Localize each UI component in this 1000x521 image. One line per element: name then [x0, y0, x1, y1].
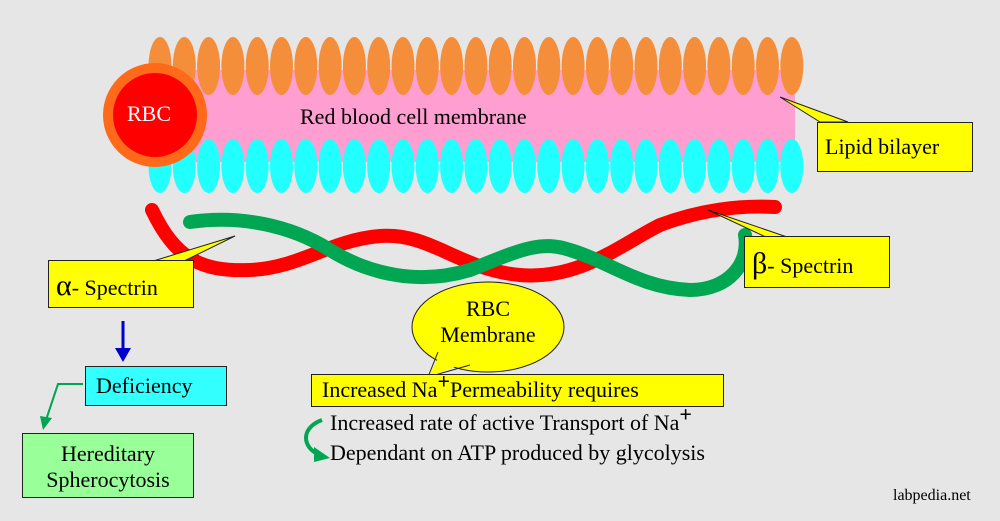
- beta-spectrin-label: - Spectrin: [767, 253, 854, 278]
- lipid-head-top: [756, 37, 779, 95]
- lipid-head-top: [658, 37, 682, 95]
- lipid-head-bottom: [585, 139, 609, 193]
- bubble-line1: RBC: [465, 296, 511, 321]
- permeability-part2: Permeability requires: [449, 377, 639, 402]
- lipid-bilayer: [148, 37, 804, 193]
- lipid-head-bottom: [658, 139, 682, 193]
- rbc-label: RBC: [127, 101, 172, 126]
- bubble-text: RBC Membrane: [412, 296, 564, 348]
- lipid-head-top: [561, 37, 585, 95]
- lipid-head-bottom: [270, 139, 293, 193]
- lipid-head-top: [270, 37, 293, 95]
- lipid-head-top: [391, 37, 415, 95]
- bubble-line2: Membrane: [440, 322, 536, 347]
- lipid-head-top: [585, 37, 609, 95]
- lipid-head-top: [440, 37, 464, 95]
- lipid-head-bottom: [537, 139, 561, 193]
- curved-green-arrow-head: [314, 447, 330, 462]
- lipid-head-bottom: [683, 139, 707, 193]
- beta-spectrin-strand: [183, 212, 753, 298]
- transport-line: Increased rate of active Transport of Na…: [330, 403, 692, 436]
- alpha-symbol: α: [56, 269, 72, 302]
- lipid-head-bottom: [440, 139, 464, 193]
- lipid-head-top: [245, 37, 269, 95]
- lipid-head-bottom: [488, 139, 512, 193]
- lipid-head-bottom: [513, 139, 536, 193]
- bubble-tail-fill: [428, 355, 468, 377]
- lipid-head-bottom: [634, 139, 658, 193]
- deficiency-box: Deficiency: [85, 366, 227, 406]
- hereditary-line1: Hereditary: [60, 441, 156, 466]
- lipid-head-bottom: [342, 139, 366, 193]
- hereditary-spherocytosis-box: Hereditary Spherocytosis: [22, 433, 194, 498]
- lipid-head-bottom: [221, 139, 245, 193]
- atp-line: Dependant on ATP produced by glycolysis: [330, 440, 705, 465]
- lipid-head-top: [780, 37, 804, 95]
- lipid-head-top: [610, 37, 634, 95]
- lipid-head-bottom: [415, 139, 439, 193]
- alpha-spectrin-strand: [145, 199, 782, 283]
- permeability-sup: +: [437, 368, 450, 394]
- lipid-head-top: [342, 37, 366, 95]
- lipid-head-top: [513, 37, 536, 95]
- lipid-head-top: [731, 37, 755, 95]
- lipid-head-bottom: [318, 139, 342, 193]
- beta-spectrin-callout: β- Spectrin: [744, 236, 890, 288]
- lipid-head-bottom: [391, 139, 415, 193]
- lipid-head-bottom: [464, 139, 488, 193]
- permeability-box: Increased Na+Permeability requires: [311, 370, 724, 407]
- lipid-bilayer-label: Lipid bilayer: [825, 134, 940, 159]
- permeability-part1: Increased Na: [322, 377, 438, 402]
- lipid-heads-top: [148, 37, 804, 95]
- deficiency-label: Deficiency: [96, 373, 193, 398]
- transport-sup: +: [679, 401, 692, 427]
- lipid-head-bottom: [561, 139, 585, 193]
- lipid-bilayer-callout: Lipid bilayer: [817, 122, 973, 172]
- membrane-label: Red blood cell membrane: [300, 104, 527, 129]
- lipid-head-top: [464, 37, 488, 95]
- transport-text: Increased rate of active Transport of Na: [330, 410, 680, 435]
- rbc-circle: [113, 73, 197, 157]
- lipid-head-top: [707, 37, 731, 95]
- alpha-spectrin-callout: α- Spectrin: [48, 260, 194, 308]
- lipid-head-top: [537, 37, 561, 95]
- lipid-head-bottom: [610, 139, 634, 193]
- lipid-head-bottom: [294, 139, 318, 193]
- lipid-head-top: [683, 37, 707, 95]
- rbc-membrane-bubble: [411, 281, 565, 373]
- lipid-head-top: [294, 37, 318, 95]
- lipid-head-bottom: [780, 139, 804, 193]
- lipid-head-bottom: [245, 139, 269, 193]
- lipid-head-top: [221, 37, 245, 95]
- green-arrow-line: [45, 383, 83, 421]
- lipid-head-bottom: [707, 139, 731, 193]
- green-arrow-head: [40, 416, 52, 430]
- lipid-head-top: [488, 37, 512, 95]
- watermark: labpedia.net: [893, 487, 971, 504]
- lipid-head-top: [197, 37, 221, 95]
- hereditary-line2: Spherocytosis: [46, 467, 170, 492]
- lipid-head-bottom: [756, 139, 779, 193]
- lipid-head-top: [318, 37, 342, 95]
- lipid-head-bottom: [731, 139, 755, 193]
- lipid-head-bottom: [367, 139, 391, 193]
- down-arrow-head: [115, 348, 131, 362]
- lipid-head-top: [415, 37, 439, 95]
- lipid-head-top: [367, 37, 391, 95]
- alpha-spectrin-label: - Spectrin: [71, 275, 158, 300]
- lipid-head-bottom: [197, 139, 221, 193]
- beta-symbol: β: [752, 247, 768, 280]
- lipid-head-top: [634, 37, 658, 95]
